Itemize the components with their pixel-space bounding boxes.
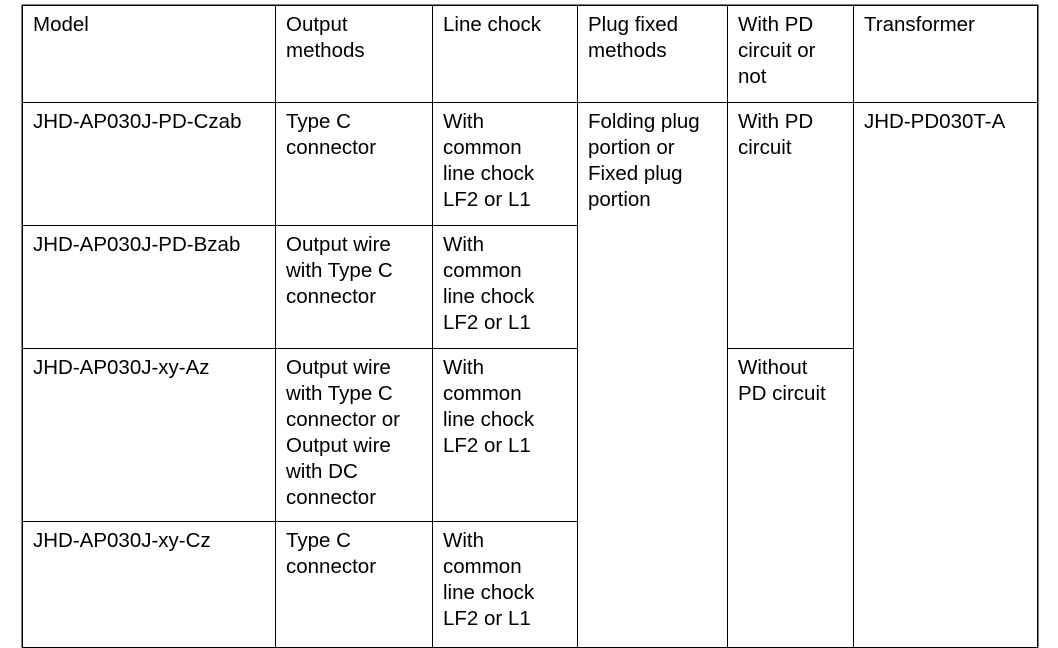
header-label-with-pd-circuit-or-not: With PD circuit or not [738, 13, 816, 88]
model-specification-table: Model Output methods Line chock Plug fix… [22, 5, 1038, 648]
value-model: JHD-AP030J-xy-Az [33, 356, 210, 379]
cell-model: JHD-AP030J-xy-Cz [22, 521, 276, 648]
cell-transformer: JHD-PD030T-A [853, 102, 1038, 648]
cell-line-chock: With common line chock LF2 or L1 [432, 102, 578, 226]
cell-line-chock: With common line chock LF2 or L1 [432, 225, 578, 349]
cell-plug-fixed-methods: Folding plug portion or Fixed plug porti… [577, 102, 728, 648]
value-line-chock: With common line chock LF2 or L1 [443, 529, 535, 630]
value-transformer: JHD-PD030T-A [864, 110, 1006, 133]
header-cell-with-pd-circuit-or-not: With PD circuit or not [727, 5, 854, 103]
cell-output-methods: Output wire with Type C connector or Out… [275, 348, 433, 522]
value-with-pd-circuit: With PD circuit [738, 110, 814, 159]
cell-model: JHD-AP030J-xy-Az [22, 348, 276, 522]
cell-output-methods: Type C connector [275, 521, 433, 648]
table-row: JHD-AP030J-xy-Az Output wire with Type C… [22, 348, 1038, 648]
table-row: JHD-AP030J-xy-Cz Type C connector With c… [22, 521, 1038, 648]
cell-model: JHD-AP030J-PD-Bzab [22, 225, 276, 349]
header-cell-model: Model [22, 5, 276, 103]
cell-with-pd-circuit: With PD circuit [727, 102, 854, 349]
cell-without-pd-circuit: Without PD circuit [727, 348, 854, 648]
value-output-methods: Type C connector [286, 110, 377, 159]
value-without-pd-circuit: Without PD circuit [738, 356, 826, 405]
header-label-line-chock: Line chock [443, 13, 542, 36]
header-cell-line-chock: Line chock [432, 5, 578, 103]
header-label-output-methods: Output methods [286, 13, 365, 62]
header-label-model: Model [33, 13, 89, 36]
cell-line-chock: With common line chock LF2 or L1 [432, 348, 578, 522]
header-label-plug-fixed-methods: Plug fixed methods [588, 13, 679, 62]
value-output-methods: Output wire with Type C connector or Out… [286, 356, 400, 509]
cell-output-methods: Type C connector [275, 102, 433, 226]
value-model: JHD-AP030J-PD-Bzab [33, 233, 241, 256]
header-cell-plug-fixed-methods: Plug fixed methods [577, 5, 728, 103]
value-line-chock: With common line chock LF2 or L1 [443, 110, 535, 211]
value-line-chock: With common line chock LF2 or L1 [443, 356, 535, 457]
header-label-transformer: Transformer [864, 13, 975, 36]
table-header-row: Model Output methods Line chock Plug fix… [22, 5, 1038, 103]
value-output-methods: Type C connector [286, 529, 377, 578]
cell-line-chock: With common line chock LF2 or L1 [432, 521, 578, 648]
value-model: JHD-AP030J-PD-Czab [33, 110, 242, 133]
value-plug-fixed-methods: Folding plug portion or Fixed plug porti… [588, 110, 700, 211]
table-row: JHD-AP030J-PD-Czab Type C connector With… [22, 102, 1038, 648]
value-model: JHD-AP030J-xy-Cz [33, 529, 211, 552]
value-line-chock: With common line chock LF2 or L1 [443, 233, 535, 334]
header-cell-transformer: Transformer [853, 5, 1038, 103]
cell-model: JHD-AP030J-PD-Czab [22, 102, 276, 226]
header-cell-output-methods: Output methods [275, 5, 433, 103]
value-output-methods: Output wire with Type C connector [286, 233, 393, 308]
cell-output-methods: Output wire with Type C connector [275, 225, 433, 349]
table-row: JHD-AP030J-PD-Bzab Output wire with Type… [22, 225, 1038, 349]
